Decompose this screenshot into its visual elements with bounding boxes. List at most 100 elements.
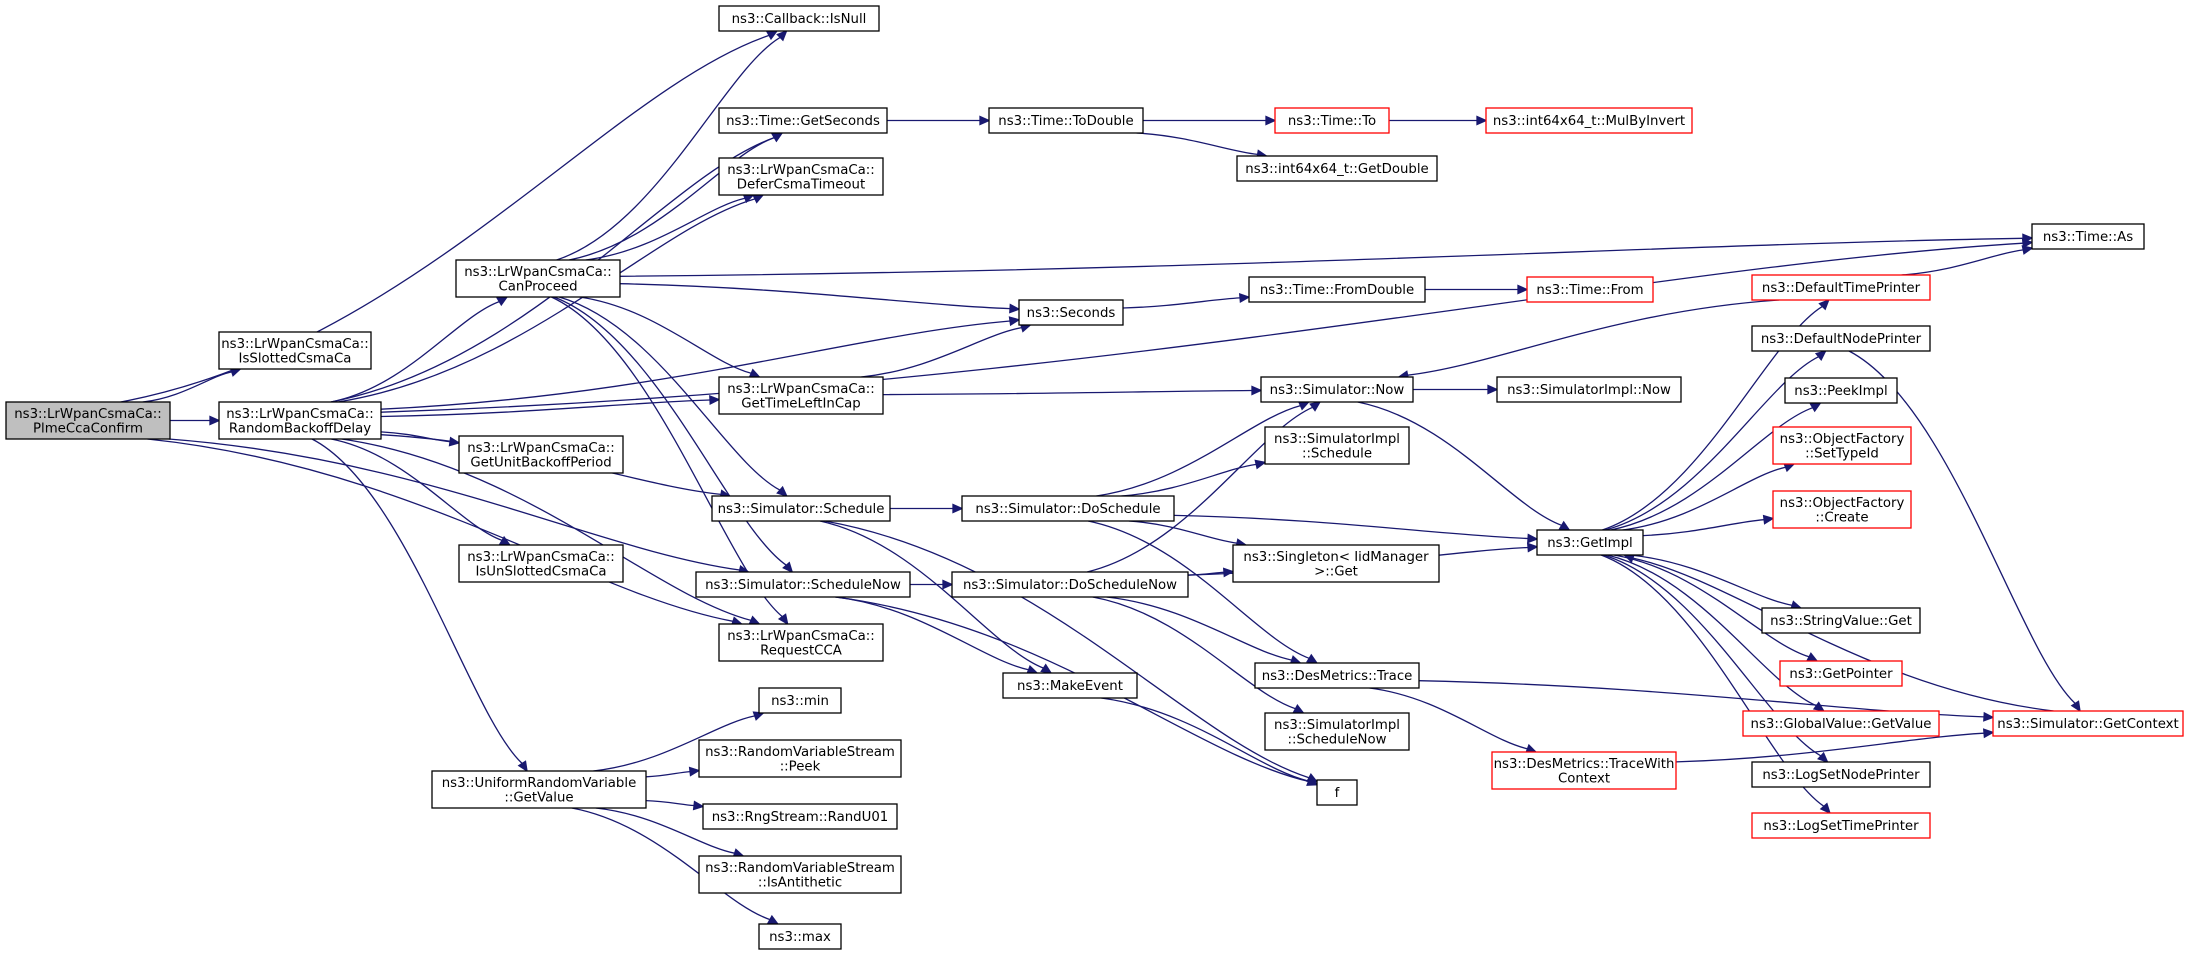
node-rvs-isantithetic[interactable]: ns3::RandomVariableStream::IsAntithetic bbox=[698, 855, 902, 894]
edge-random_backoff_delay-to-get_unit_backoff_period bbox=[380, 431, 461, 447]
node-time-todouble[interactable]: ns3::Time::ToDouble bbox=[988, 107, 1144, 134]
node-get-unit-backoff-period[interactable]: ns3::LrWpanCsmaCa::GetUnitBackoffPeriod bbox=[458, 435, 624, 474]
edge-arrowhead bbox=[1009, 303, 1021, 314]
node-simulator-now[interactable]: ns3::Simulator::Now bbox=[1260, 376, 1414, 403]
node-simimpl-now[interactable]: ns3::SimulatorImpl::Now bbox=[1496, 376, 1682, 403]
node-singleton-get[interactable]: ns3::Singleton< IidManager >::Get bbox=[1232, 544, 1440, 583]
edge-arrowhead bbox=[1819, 802, 1831, 815]
node-time-getseconds[interactable]: ns3::Time::GetSeconds bbox=[718, 107, 888, 134]
node-box bbox=[431, 770, 647, 809]
node-box bbox=[1992, 710, 2184, 737]
node-box bbox=[951, 571, 1189, 598]
edge-can_proceed-to-time_as bbox=[619, 233, 2034, 277]
node-plme-cca-confirm[interactable]: ns3::LrWpanCsmaCa::PlmeCcaConfirm bbox=[5, 401, 171, 440]
node-box bbox=[1316, 779, 1358, 806]
node-simimpl-schedulenow[interactable]: ns3::SimulatorImpl::ScheduleNow bbox=[1264, 712, 1410, 751]
node-simimpl-schedule[interactable]: ns3::SimulatorImpl::Schedule bbox=[1264, 426, 1410, 465]
node-label-line: ns3::RandomVariableStream bbox=[705, 861, 895, 876]
node-time-fromdouble[interactable]: ns3::Time::FromDouble bbox=[1248, 276, 1426, 303]
node-box bbox=[1274, 107, 1390, 134]
edge-arrowhead bbox=[517, 760, 528, 773]
edge-arrowhead bbox=[777, 613, 789, 626]
node-box bbox=[711, 495, 891, 522]
edge-desmetrics_tracewithcontext-to-simulator_getcontext bbox=[1675, 728, 1995, 763]
node-objfactory-create[interactable]: ns3::ObjectFactory::Create bbox=[1772, 490, 1912, 529]
node-simulator-doschedulenow[interactable]: ns3::Simulator::DoScheduleNow bbox=[951, 571, 1189, 598]
node-is-unslotted-csmaca[interactable]: ns3::LrWpanCsmaCa::IsUnSlottedCsmaCa bbox=[458, 544, 624, 583]
edge-simulator_schedulenow-to-simulator_doschedulenow bbox=[909, 579, 954, 590]
node-is-slotted-csmaca[interactable]: ns3::LrWpanCsmaCa::IsSlottedCsmaCa bbox=[218, 331, 372, 370]
node-box bbox=[758, 923, 842, 950]
node-random-backoff-delay[interactable]: ns3::LrWpanCsmaCa::RandomBackoffDelay bbox=[218, 401, 382, 440]
edge-arrowhead bbox=[1254, 459, 1267, 470]
node-log-set-time-printer[interactable]: ns3::LogSetTimePrinter bbox=[1751, 812, 1931, 839]
node-int64-getdouble[interactable]: ns3::int64x64_t::GetDouble bbox=[1236, 155, 1438, 182]
node-label-line: ns3::RngStream::RandU01 bbox=[712, 810, 889, 825]
node-request-cca[interactable]: ns3::LrWpanCsmaCa::RequestCCA bbox=[718, 623, 884, 662]
node-get-time-left-in-cap[interactable]: ns3::LrWpanCsmaCa::GetTimeLeftInCap bbox=[718, 376, 884, 415]
node-ns3-max[interactable]: ns3::max bbox=[758, 923, 842, 950]
node-stringvalue-get[interactable]: ns3::StringValue::Get bbox=[1761, 607, 1921, 634]
edge-line bbox=[1369, 687, 1528, 750]
node-simulator-schedule[interactable]: ns3::Simulator::Schedule bbox=[711, 495, 891, 522]
edge-line bbox=[1622, 466, 1786, 531]
node-label-line: ns3::StringValue::Get bbox=[1770, 614, 1912, 629]
node-label-line: ns3::ObjectFactory bbox=[1780, 496, 1905, 511]
edge-arrowhead bbox=[1306, 776, 1319, 786]
node-desmetrics-trace[interactable]: ns3::DesMetrics::Trace bbox=[1254, 662, 1420, 689]
node-rvs-peek[interactable]: ns3::RandomVariableStream::Peek bbox=[698, 739, 902, 778]
edge-line bbox=[1632, 557, 2054, 712]
node-ns3-min[interactable]: ns3::min bbox=[758, 687, 842, 714]
node-box bbox=[1784, 377, 1898, 404]
node-get-pointer[interactable]: ns3::GetPointer bbox=[1779, 660, 1903, 687]
node-box bbox=[458, 544, 624, 583]
node-box bbox=[1248, 276, 1426, 303]
node-box bbox=[718, 157, 884, 196]
node-label-line: ns3::Simulator::DoSchedule bbox=[975, 502, 1160, 517]
edge-line bbox=[619, 237, 2024, 277]
node-objfactory-settypeid[interactable]: ns3::ObjectFactory::SetTypeId bbox=[1772, 426, 1912, 465]
edge-simulator_schedule-to-make_event bbox=[819, 520, 1053, 674]
node-default-time-printer[interactable]: ns3::DefaultTimePrinter bbox=[1751, 274, 1931, 301]
node-make-event[interactable]: ns3::MakeEvent bbox=[1002, 672, 1138, 699]
node-box bbox=[1496, 376, 1682, 403]
node-label-line: ::Peek bbox=[780, 759, 821, 774]
node-peek-impl[interactable]: ns3::PeekImpl bbox=[1784, 377, 1898, 404]
node-label-line: ns3::DesMetrics::Trace bbox=[1262, 669, 1413, 684]
node-label-line: ns3::DefaultNodePrinter bbox=[1761, 332, 1922, 347]
edge-arrowhead bbox=[496, 296, 509, 307]
edge-can_proceed-to-callback_isnull bbox=[556, 29, 788, 261]
node-defer-csma-timeout[interactable]: ns3::LrWpanCsmaCa::DeferCsmaTimeout bbox=[718, 157, 884, 196]
node-int64-mulbyinvert[interactable]: ns3::int64x64_t::MulByInvert bbox=[1485, 107, 1693, 134]
edge-time_to-to-int64_mulbyinvert bbox=[1389, 115, 1488, 126]
node-label-line: PlmeCcaConfirm bbox=[33, 421, 143, 436]
node-can-proceed[interactable]: ns3::LrWpanCsmaCa::CanProceed bbox=[455, 259, 621, 298]
node-label-line: ns3::Seconds bbox=[1027, 306, 1116, 321]
node-label-line: ns3::Simulator::Schedule bbox=[718, 502, 885, 517]
node-log-set-node-printer[interactable]: ns3::LogSetNodePrinter bbox=[1751, 761, 1931, 788]
edge-arrowhead bbox=[1238, 292, 1251, 303]
node-simulator-schedulenow[interactable]: ns3::Simulator::ScheduleNow bbox=[695, 571, 911, 598]
node-label-line: ns3::Callback::IsNull bbox=[732, 12, 867, 27]
node-simulator-doschedule[interactable]: ns3::Simulator::DoSchedule bbox=[961, 495, 1175, 522]
node-seconds[interactable]: ns3::Seconds bbox=[1018, 299, 1124, 326]
edge-arrowhead bbox=[782, 561, 794, 574]
node-f[interactable]: f bbox=[1316, 779, 1358, 806]
node-rng-randu01[interactable]: ns3::RngStream::RandU01 bbox=[702, 803, 898, 830]
node-label-line: ns3::DefaultTimePrinter bbox=[1762, 281, 1921, 296]
node-label-line: GetTimeLeftInCap bbox=[741, 396, 860, 411]
edge-simulator_doschedulenow-to-desmetrics_trace bbox=[1106, 596, 1302, 665]
node-box bbox=[1264, 426, 1410, 465]
node-time-from[interactable]: ns3::Time::From bbox=[1526, 276, 1654, 303]
edge-simulator_now-to-get_impl bbox=[1357, 401, 1571, 531]
node-simulator-getcontext[interactable]: ns3::Simulator::GetContext bbox=[1992, 710, 2184, 737]
node-uniform-getvalue[interactable]: ns3::UniformRandomVariable::GetValue bbox=[431, 770, 647, 809]
node-callback-isnull[interactable]: ns3::Callback::IsNull bbox=[718, 5, 880, 32]
node-time-as[interactable]: ns3::Time::As bbox=[2031, 223, 2145, 250]
node-label-line: ::SetTypeId bbox=[1805, 446, 1879, 461]
node-time-to[interactable]: ns3::Time::To bbox=[1274, 107, 1390, 134]
node-globalvalue-getvalue[interactable]: ns3::GlobalValue::GetValue bbox=[1742, 710, 1940, 737]
node-get-impl[interactable]: ns3::GetImpl bbox=[1536, 529, 1644, 556]
node-default-node-printer[interactable]: ns3::DefaultNodePrinter bbox=[1751, 325, 1931, 352]
